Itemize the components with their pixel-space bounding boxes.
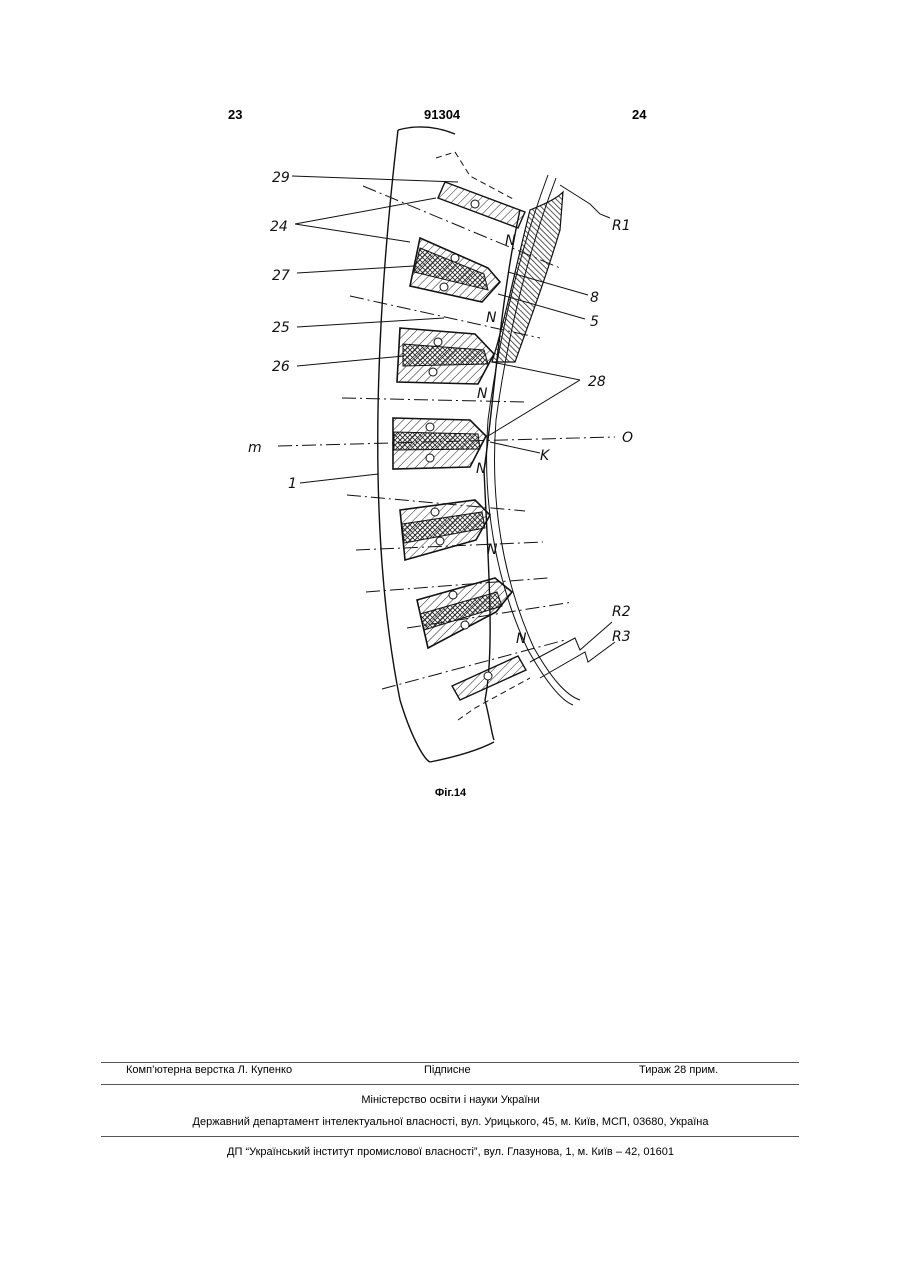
label-r3: R3 <box>612 629 631 645</box>
label-n-6: N <box>516 631 527 647</box>
label-n-5: N <box>487 542 498 558</box>
label-24: 24 <box>270 219 288 235</box>
label-o: O <box>622 430 633 446</box>
label-26: 26 <box>272 359 290 375</box>
figure-caption: Фіг.14 <box>0 787 901 799</box>
footer-typesetting: Комп’ютерна верстка Л. Купенко <box>126 1064 292 1076</box>
footer-rule-middle <box>101 1084 799 1085</box>
label-5: 5 <box>590 314 599 330</box>
label-n-4: N <box>476 461 487 477</box>
label-k: K <box>540 448 551 464</box>
coil-top-partial <box>436 152 525 228</box>
label-1: 1 <box>288 476 297 492</box>
label-28: 28 <box>588 374 606 390</box>
coil-bottom-partial <box>452 656 530 720</box>
coil-6 <box>417 578 512 648</box>
footer-publisher: ДП “Український інститут промислової вла… <box>0 1146 901 1158</box>
label-n-3: N <box>477 386 488 402</box>
label-8: 8 <box>590 290 599 306</box>
label-r1: R1 <box>612 218 631 234</box>
footer-circulation: Тираж 28 прим. <box>639 1064 718 1076</box>
footer-ministry: Міністерство освіти і науки України <box>0 1094 901 1106</box>
label-27: 27 <box>272 268 290 284</box>
footer-rule-top <box>101 1062 799 1063</box>
label-r2: R2 <box>612 604 631 620</box>
figure-labels: 29 24 27 25 26 m 1 8 5 28 O K R1 R2 R3 N… <box>248 170 633 647</box>
coil-26 <box>397 328 494 384</box>
coil-27 <box>410 238 500 302</box>
coil-5 <box>400 500 490 560</box>
label-n-1: N <box>505 233 516 249</box>
coil-m <box>393 418 486 469</box>
label-29: 29 <box>272 170 290 186</box>
footer-subscription: Підписне <box>424 1064 471 1076</box>
footer-department: Державний департамент інтелектуальної вл… <box>0 1116 901 1128</box>
label-n-2: N <box>486 310 497 326</box>
footer-rule-bottom <box>101 1136 799 1137</box>
label-m: m <box>248 440 262 456</box>
label-25: 25 <box>272 320 290 336</box>
